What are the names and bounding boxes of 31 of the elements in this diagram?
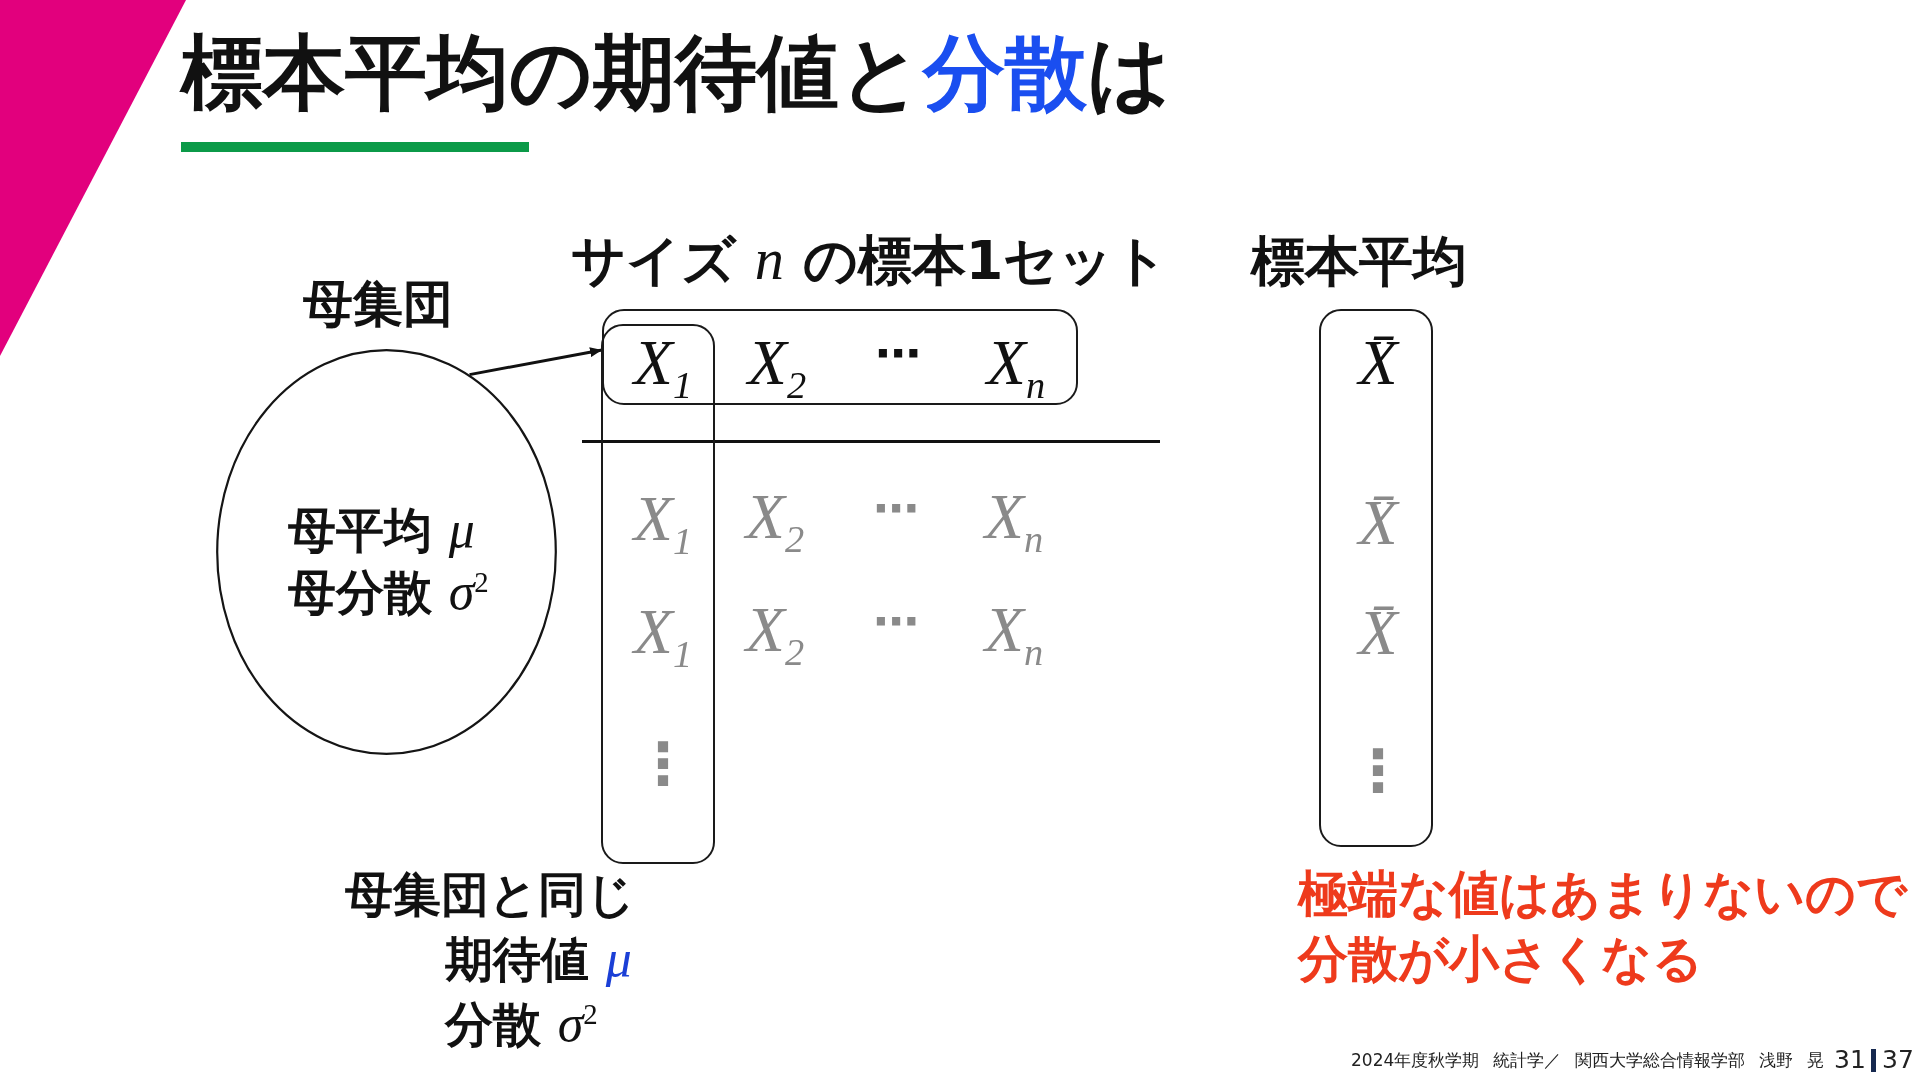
row-heading: サイズ n の標本1セット xyxy=(571,226,1169,294)
slide-title: 標本平均の期待値と分散は xyxy=(181,26,1171,121)
page-number: 31 xyxy=(1834,1045,1866,1075)
ellipse-heading: 母集団 xyxy=(303,276,453,334)
math-symbol: X$_{n}$ xyxy=(984,593,1044,667)
ellipsis-symbol: ⋯ xyxy=(873,481,919,535)
arrow xyxy=(469,347,603,377)
parameter-text: 母分散 σ$^{2}$ xyxy=(288,562,489,622)
math-symbol: X$_{2}$ xyxy=(745,480,805,554)
math-symbol: X$_{1}$ xyxy=(633,326,693,400)
math-symbol: X̄ xyxy=(1358,326,1398,400)
math-symbol: X$_{n}$ xyxy=(984,480,1044,554)
caption-text: 期待値 μ xyxy=(445,929,632,989)
ellipsis-symbol: ⋯ xyxy=(875,326,921,380)
math-symbol: X̄ xyxy=(1358,486,1398,560)
ellipsis-symbol: ⋮ xyxy=(1349,742,1407,800)
math-symbol: X$_{1}$ xyxy=(633,595,693,669)
footer-text: 2024年度秋学期 統計学／ 関西大学総合情報学部 浅野 晃 xyxy=(1351,1051,1824,1071)
page-number: 37 xyxy=(1882,1045,1914,1075)
caption-text: 母集団と同じ xyxy=(345,867,635,923)
parameter-text: 母平均 μ xyxy=(288,500,475,560)
note-text: 極端な値はあまりないので分散が小さくなる xyxy=(1298,864,1909,990)
math-symbol: X$_{1}$ xyxy=(633,482,693,556)
ellipsis-symbol: ⋮ xyxy=(634,735,692,793)
caption-text: 分散 σ$^{2}$ xyxy=(445,994,598,1054)
math-symbol: X̄ xyxy=(1358,596,1398,670)
math-symbol: X$_{n}$ xyxy=(986,326,1046,400)
column-heading: 標本平均 xyxy=(1251,230,1467,294)
ellipsis-symbol: ⋯ xyxy=(873,594,919,648)
math-symbol: X$_{2}$ xyxy=(747,326,807,400)
math-symbol: X$_{2}$ xyxy=(745,593,805,667)
